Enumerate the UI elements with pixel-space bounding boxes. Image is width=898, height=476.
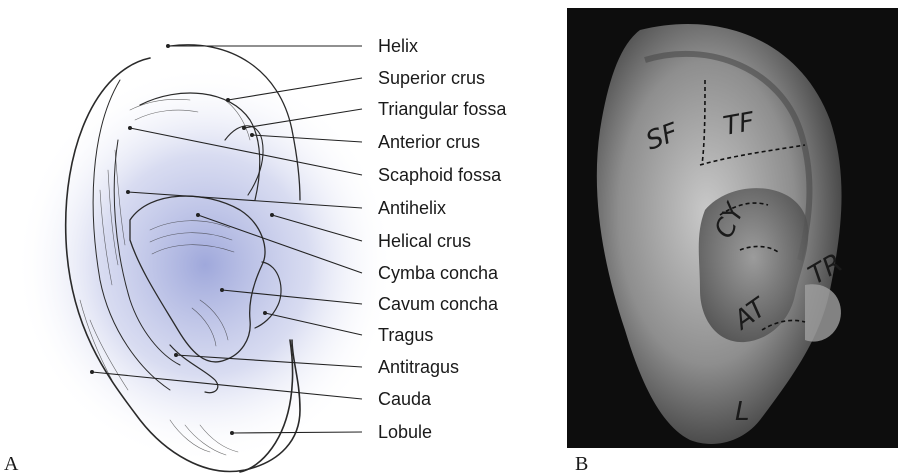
label-tragus: Tragus [378,325,433,345]
label-scaphoid-fossa: Scaphoid fossa [378,165,502,185]
panel-a: Helix Superior crus Triangular fossa Ant… [4,36,507,475]
panel-b: SF TF CY AT TR L B [567,8,898,475]
photo-mark-tf: TF [721,107,758,142]
panel-a-letter: A [4,453,19,475]
label-cauda: Cauda [378,389,432,409]
label-cavum-concha: Cavum concha [378,294,499,314]
label-cymba-concha: Cymba concha [378,263,499,283]
label-helical-crus: Helical crus [378,231,471,251]
label-helix: Helix [378,36,418,56]
label-antitragus: Antitragus [378,357,459,377]
label-superior-crus: Superior crus [378,68,485,88]
photo-mark-l: L [735,397,750,427]
label-lobule: Lobule [378,422,432,442]
label-anterior-crus: Anterior crus [378,132,480,152]
label-triangular-fossa: Triangular fossa [378,99,507,119]
panel-b-letter: B [575,453,588,475]
label-antihelix: Antihelix [378,198,446,218]
